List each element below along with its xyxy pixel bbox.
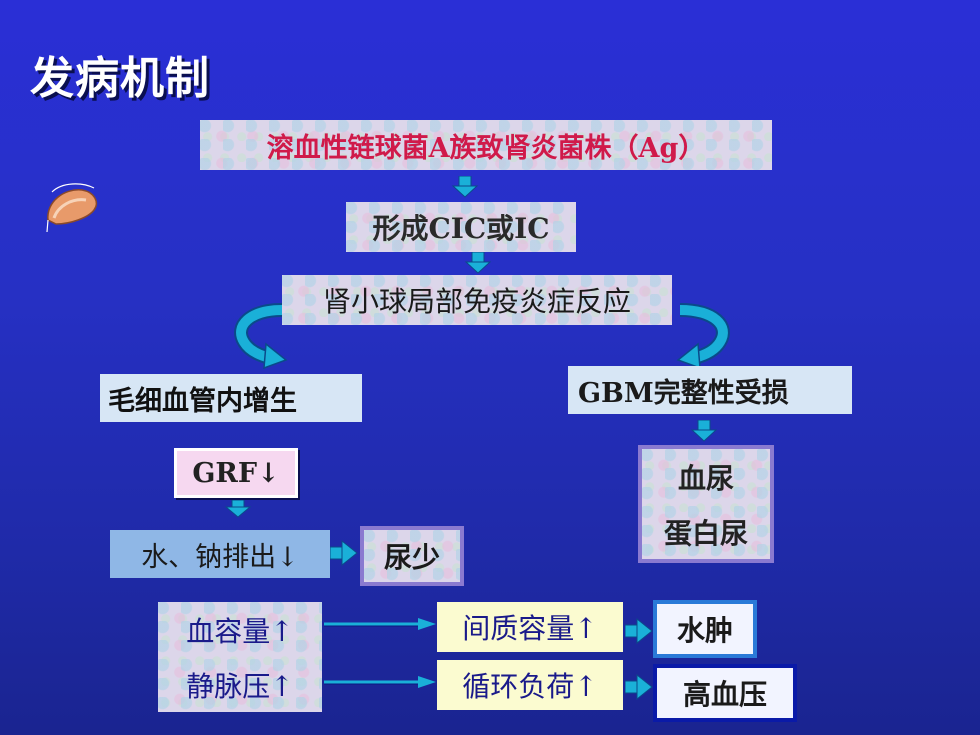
hypertension-box: 高血压 (653, 664, 797, 722)
long-arrow-right-icon (324, 676, 436, 688)
hematuria-label: 血尿 (677, 461, 734, 495)
immune-reaction-box: 肾小球局部免疫炎症反应 (282, 275, 672, 325)
cic-box: 形成CIC或IC (346, 202, 576, 252)
edema-box: 水肿 (653, 600, 757, 658)
pathogen-box: 溶血性链球菌A族致肾炎菌株（Ag） (200, 120, 772, 170)
curved-arrow-left-icon (234, 303, 288, 370)
long-arrow-right-icon (324, 618, 436, 630)
circulation-load-box: 循环负荷↑ (437, 660, 623, 710)
volume-pressure-box: 血容量↑ 静脉压↑ (158, 602, 322, 712)
arrow-right-icon (625, 618, 653, 644)
arrow-down-icon (224, 500, 252, 518)
blood-volume-label: 血容量↑ (186, 614, 294, 648)
urine-findings-box: 血尿 蛋白尿 (638, 445, 774, 563)
arrow-down-icon (464, 252, 492, 274)
interstitial-volume-box: 间质容量↑ (437, 602, 623, 652)
arrow-right-icon (625, 674, 653, 700)
hand-drawn-cap-icon (46, 183, 98, 233)
oliguria-box: 尿少 (360, 526, 464, 586)
arrow-down-icon (451, 176, 479, 198)
arrow-right-icon (330, 540, 358, 566)
water-sodium-box: 水、钠排出↓ (110, 530, 330, 578)
arrow-down-icon (690, 420, 718, 442)
proteinuria-label: 蛋白尿 (663, 516, 748, 550)
venous-pressure-label: 静脉压↑ (186, 669, 294, 703)
capillary-proliferation-box: 毛细血管内增生 (100, 374, 362, 422)
slide-title: 发病机制 (30, 53, 210, 104)
grf-box: GRF↓ (174, 448, 298, 498)
gbm-damage-box: GBM完整性受损 (568, 366, 852, 414)
curved-arrow-right-icon (676, 303, 730, 370)
